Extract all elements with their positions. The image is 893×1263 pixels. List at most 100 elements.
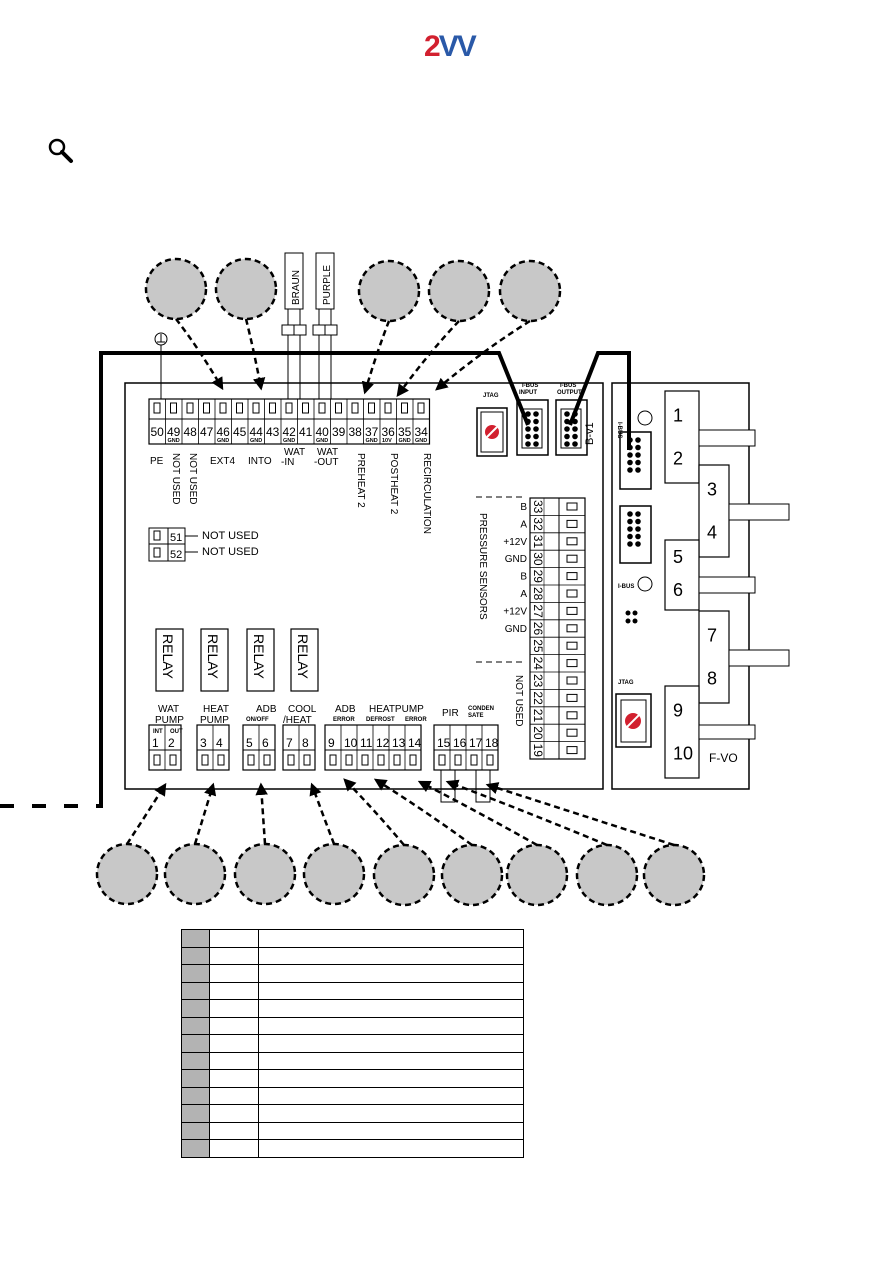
terminal-screw xyxy=(566,746,578,755)
terminal-51-52: 51 52 NOT USED NOT USED xyxy=(148,527,259,562)
terminal-8-label: 8 xyxy=(302,736,309,750)
signal-label-3: GND xyxy=(505,554,527,565)
terminal-screw xyxy=(566,554,578,563)
legend-row xyxy=(181,981,524,1000)
callout-bottom-1 xyxy=(95,842,159,906)
legend-cell xyxy=(209,1104,259,1122)
gnd-label: GND xyxy=(283,438,295,444)
terminal-12-label: 12 xyxy=(376,736,390,750)
terminal-screw xyxy=(486,754,494,766)
signal-label-0: B xyxy=(520,502,527,513)
board-version: B-v1 xyxy=(584,422,596,445)
legend-cell xyxy=(181,999,210,1017)
legend-cell xyxy=(181,1139,210,1157)
terminal-32-label: 32 xyxy=(531,517,545,531)
terminal-screw xyxy=(417,402,425,414)
gnd-label: GND xyxy=(399,438,411,444)
terminal-35-label: 35 xyxy=(398,425,412,439)
top-group-labels: PE EXT4 INTO WAT-IN WAT-OUT xyxy=(150,447,338,468)
terminal-screw xyxy=(409,754,417,766)
terminal-screw xyxy=(201,754,209,766)
legend-cell xyxy=(181,1016,210,1035)
terminal-5-label: 5 xyxy=(246,736,253,750)
legend-cell xyxy=(258,964,524,982)
terminal-screw xyxy=(263,754,271,766)
fvo-ibus-label: I-BUS xyxy=(616,422,622,438)
signal-label-5: A xyxy=(520,589,527,600)
terminal-51-label: 51 xyxy=(170,532,182,544)
v10-label: 10V xyxy=(382,438,392,444)
terminal-23-label: 23 xyxy=(531,674,545,688)
legend-cell xyxy=(209,1121,259,1140)
legend-cell xyxy=(258,1121,524,1140)
relay-label: RELAY xyxy=(295,634,311,680)
callout-bottom-7 xyxy=(505,843,569,907)
terminal-43-label: 43 xyxy=(266,425,280,439)
preheat-label: PREHEAT 2 xyxy=(355,453,366,508)
legend-cell xyxy=(209,964,259,982)
terminal-screw xyxy=(345,754,353,766)
terminal-49-label: 49 xyxy=(167,425,181,439)
jtag-main: JTAG xyxy=(476,393,508,457)
relay-label: RELAY xyxy=(205,634,221,680)
legend-row xyxy=(181,1121,524,1140)
legend-cell xyxy=(258,1016,524,1035)
terminal-screw xyxy=(377,754,385,766)
terminal-38-label: 38 xyxy=(349,425,363,439)
terminal-36-label: 36 xyxy=(382,425,396,439)
sensor-probes xyxy=(281,252,338,399)
terminal-screw xyxy=(203,402,210,414)
callout-top-5 xyxy=(498,259,562,323)
legend-cell xyxy=(209,1069,259,1087)
legend-cell xyxy=(181,1086,210,1105)
adb-label: ADB xyxy=(256,704,277,715)
terminal-13-label: 13 xyxy=(392,736,406,750)
wat-in-label: WAT-IN xyxy=(281,447,305,468)
terminal-screw xyxy=(287,754,295,766)
cool-heat-label: COOL/HEAT xyxy=(283,704,317,726)
legend-cell xyxy=(258,1069,524,1087)
terminal-52-label: 52 xyxy=(170,549,182,561)
legend-cell xyxy=(209,1139,259,1157)
terminal-screw xyxy=(566,606,578,615)
search-icon[interactable] xyxy=(46,136,74,164)
terminal-40-label: 40 xyxy=(316,425,330,439)
terminal-screw xyxy=(335,402,342,414)
fvo-terminal-9: 9 xyxy=(673,700,683,720)
legend-row xyxy=(181,1016,524,1035)
terminal-screw xyxy=(186,402,194,414)
gnd-label: GND xyxy=(217,438,229,444)
not-used-49: NOT USED xyxy=(170,453,181,505)
relay-4 xyxy=(290,628,319,692)
legend-row xyxy=(181,1034,524,1052)
callout-top-4 xyxy=(427,259,491,323)
legend-cell xyxy=(209,1086,259,1105)
terminal-47-label: 47 xyxy=(200,425,214,439)
ext4-label: EXT4 xyxy=(210,456,235,467)
terminal-29-label: 29 xyxy=(531,570,545,584)
sensor-braun-label: BRAUN xyxy=(291,270,302,305)
terminal-4-label: 4 xyxy=(216,736,223,750)
signal-label-2: +12V xyxy=(503,537,527,548)
fvo-terminal-10: 10 xyxy=(673,744,693,764)
legend-cell xyxy=(209,1034,259,1052)
terminal-50-label: 50 xyxy=(151,425,165,439)
terminal-screw xyxy=(219,402,227,414)
fvo-ibus2-label: I-BUS xyxy=(618,584,634,590)
terminal-31-label: 31 xyxy=(531,535,545,549)
fvo-terminal-7: 7 xyxy=(707,625,717,645)
terminal-screw xyxy=(153,754,161,766)
callout-top-3 xyxy=(357,259,421,323)
terminal-21-label: 21 xyxy=(531,709,545,723)
terminal-28-label: 28 xyxy=(531,587,545,601)
